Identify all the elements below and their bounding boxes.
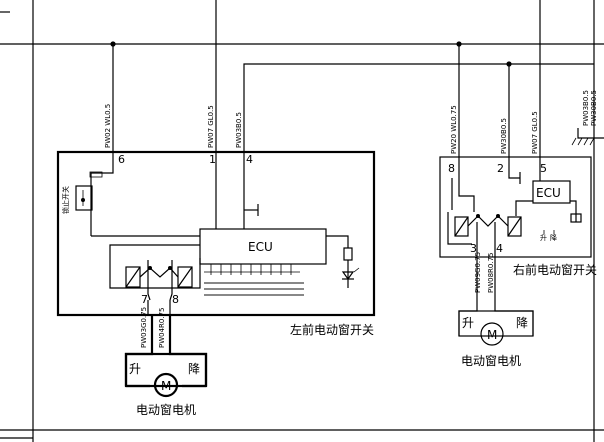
wire-label-r2: PW30B0.5 — [500, 118, 508, 154]
pin-4: 4 — [246, 153, 253, 166]
left-relays — [125, 260, 193, 315]
wire-label: PW03B0.5 — [582, 90, 590, 126]
wire-label-r8: PW20 WL0.75 — [450, 105, 458, 154]
left-internal-wires — [89, 152, 353, 289]
pin-r2: 2 — [497, 162, 504, 175]
ecu-output-pins — [204, 264, 304, 296]
right-internal-wires — [447, 157, 582, 245]
left-ecu-label: ECU — [248, 240, 273, 254]
pin-1: 1 — [209, 153, 216, 166]
right-motor — [458, 310, 534, 346]
left-switch-title: 左前电动窗开关 — [290, 322, 374, 337]
lock-switch — [75, 185, 93, 211]
wire-label-w4: PW03B0.5 — [235, 112, 243, 148]
left-motor-up: 升 — [129, 362, 141, 376]
pin-r8: 8 — [448, 162, 455, 175]
lock-switch-label: 锁止开关 — [61, 186, 70, 214]
right-ecu — [532, 180, 571, 204]
left-motor-name: 电动窗电机 — [136, 403, 196, 417]
right-motor-up: 升 — [462, 316, 474, 330]
wire-label-r5: PW07 GL0.5 — [531, 111, 539, 154]
right-switch-box — [439, 156, 592, 258]
right-motor-m: M — [487, 328, 497, 342]
wire-label-w8: PW04R0.75 — [158, 308, 166, 349]
wire-label-w6: PW02 WL0.5 — [104, 104, 112, 148]
right-btn-up: 升 — [540, 233, 547, 242]
pin-r4: 4 — [496, 242, 503, 255]
wire-label: PW30B0.5 — [590, 90, 598, 126]
left-motor — [124, 352, 208, 398]
pin-7: 7 — [141, 293, 148, 306]
wire-label-w1: PW07 GL0.5 — [207, 105, 215, 148]
wire-label-r4: PW08R0.75 — [487, 253, 495, 294]
ground-symbol — [571, 137, 595, 146]
wire-label-w7: PW03G0.75 — [140, 307, 148, 348]
pin-6: 6 — [118, 153, 125, 166]
pin-8: 8 — [172, 293, 179, 306]
right-ecu-label: ECU — [536, 186, 561, 200]
left-motor-down: 降 — [188, 362, 200, 376]
right-switch-title: 右前电动窗开关 — [513, 262, 597, 277]
right-relays — [454, 214, 522, 262]
right-motor-down: 降 — [516, 316, 528, 330]
right-motor-name: 电动窗电机 — [461, 354, 521, 368]
pin-r5: 5 — [540, 162, 547, 175]
wire-label-r3: PW09G0.75 — [474, 252, 482, 293]
left-motor-m: M — [161, 379, 171, 393]
right-btn-down: 降 — [550, 233, 557, 242]
led-symbol — [341, 267, 360, 281]
left-ecu — [199, 228, 327, 265]
feed-wires — [112, 0, 604, 157]
pin-r3: 3 — [470, 242, 477, 255]
